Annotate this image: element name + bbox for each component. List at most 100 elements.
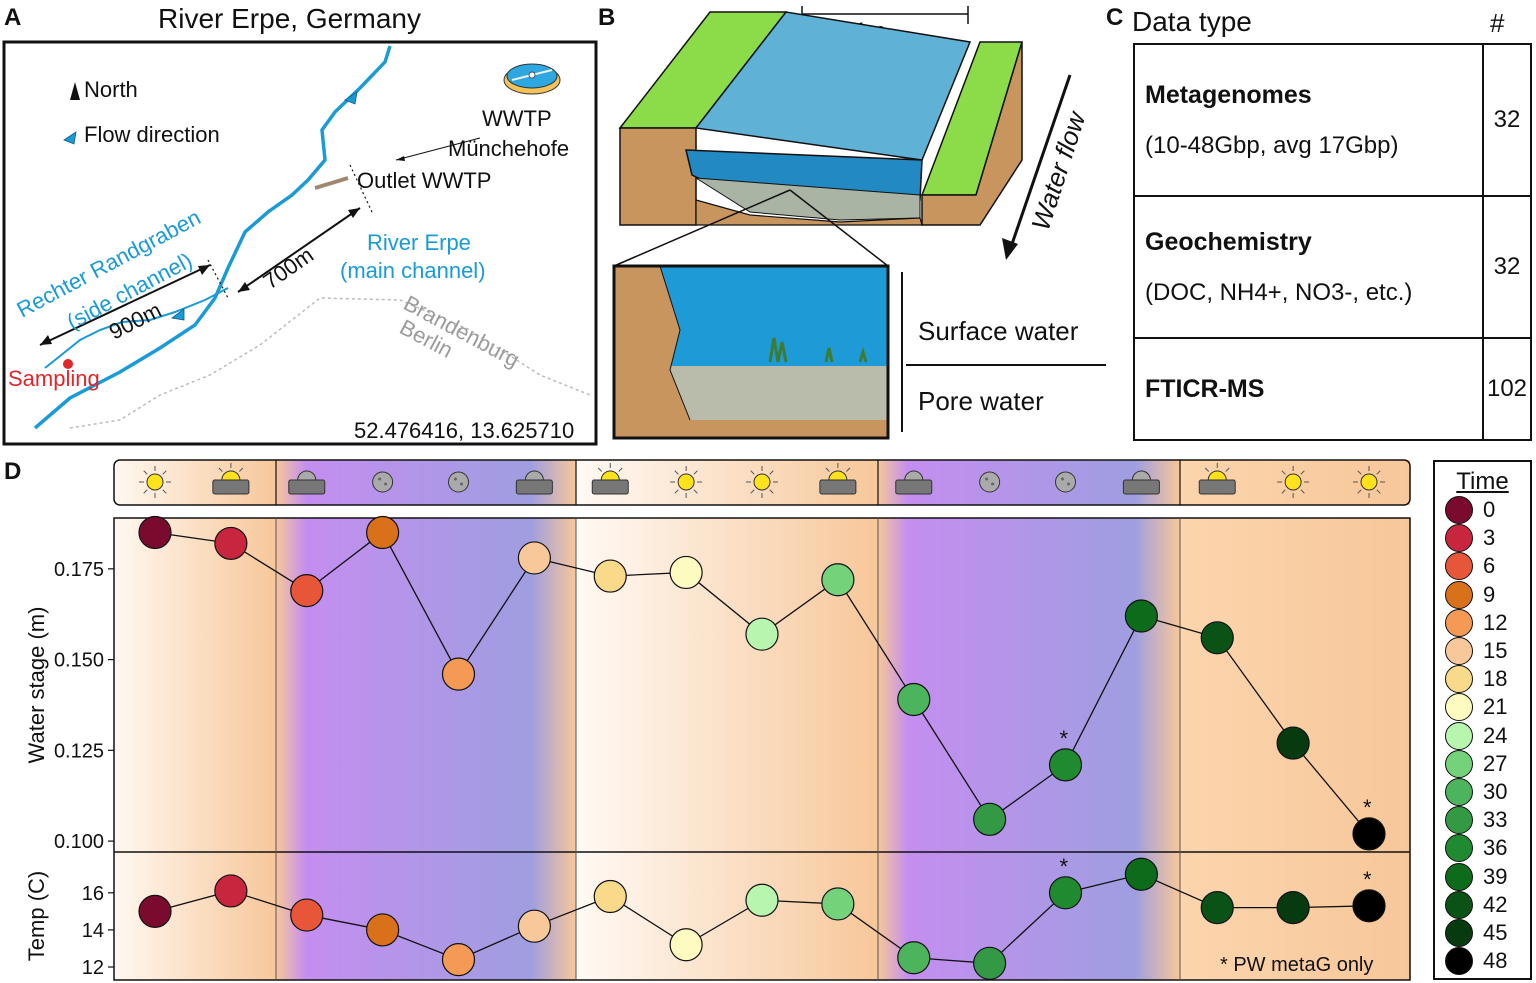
moon-icon: [372, 471, 394, 493]
legend-swatch: [1445, 862, 1473, 891]
count-header: #: [1490, 8, 1505, 38]
legend-label: 24: [1483, 722, 1508, 748]
data-type-detail: (10-48Gbp, avg 17Gbp): [1145, 131, 1399, 159]
main-channel-sublabel: (main channel): [340, 258, 486, 283]
legend-swatch: [1445, 947, 1473, 976]
legend-label: 39: [1483, 863, 1508, 889]
outlet-channel: [314, 176, 349, 190]
time-band: [114, 518, 276, 980]
water-stage-tick-label: 0.175: [54, 559, 104, 581]
legend-label: 3: [1483, 525, 1496, 551]
table-row: Geochemistry (DOC, NH4+, NO3-, etc.) 32: [1133, 195, 1532, 339]
water-stage-point: [1048, 748, 1083, 782]
sunset-icon: [212, 463, 250, 495]
legend-label: 15: [1483, 638, 1508, 664]
star-marker: *: [1363, 795, 1372, 820]
panel-a-letter: A: [4, 4, 22, 31]
table-row: FTICR-MS 102: [1133, 337, 1532, 441]
legend-swatch: [1445, 608, 1473, 637]
legend-label: 30: [1483, 778, 1508, 804]
footnote: * PW metaG only: [1220, 954, 1374, 976]
temp-point: [1200, 891, 1234, 925]
water-stage-point: [1124, 599, 1158, 633]
water-stage-point: [669, 555, 703, 590]
wwtp-tank-icon: [503, 63, 561, 95]
flow-arrow-icon: [171, 308, 185, 321]
legend-swatch: [1445, 834, 1473, 863]
legend-item: 48: [1435, 947, 1530, 976]
outlet-label: Outlet WWTP: [357, 168, 491, 193]
sun-icon: [670, 466, 703, 498]
panel-d-letter: D: [4, 458, 22, 485]
legend-swatch: [1445, 721, 1473, 750]
legend-label: 27: [1483, 750, 1508, 776]
legend-swatch: [1445, 749, 1473, 778]
data-type-count: 32: [1482, 195, 1532, 339]
star-marker: *: [1060, 854, 1069, 879]
sun-icon: [746, 466, 778, 498]
sampling-point: [63, 359, 73, 369]
sun-icon: [1277, 466, 1310, 498]
time-band: [276, 518, 576, 980]
city-border-line: [69, 297, 591, 429]
legend-item: 24: [1435, 721, 1530, 750]
sunrise-icon: [1198, 463, 1236, 495]
panel-a-title: River Erpe, Germany: [158, 3, 421, 34]
legend-flow-label: Flow direction: [84, 122, 220, 147]
water-stage-point: [517, 541, 551, 575]
water-stage-tick-label: 0.100: [54, 831, 104, 853]
moonset-icon: [895, 470, 933, 495]
star-marker: *: [1363, 867, 1372, 892]
sun-icon: [139, 466, 171, 498]
temp-point: [214, 874, 248, 908]
data-type-name: Geochemistry: [1145, 227, 1312, 256]
temp-point: [517, 909, 551, 943]
sunset-icon: [819, 463, 857, 495]
moon-icon: [448, 471, 469, 493]
water-stage-axis-label: Water stage (m): [24, 607, 49, 764]
main-channel-label: River Erpe: [367, 230, 471, 255]
sampling-label: Sampling: [8, 366, 100, 391]
legend-label: 12: [1483, 609, 1508, 635]
water-stage-point: [821, 563, 855, 597]
data-type-detail: (DOC, NH4+, NO3-, etc.): [1145, 278, 1413, 306]
data-type-count: 32: [1482, 43, 1532, 197]
legend-swatch: [1445, 693, 1473, 722]
moonrise-icon: [515, 470, 553, 495]
legend-label: 9: [1483, 581, 1496, 607]
river-map: North Flow direction WWTP Münchehofe Out…: [2, 40, 598, 446]
sunrise-icon: [591, 463, 629, 495]
legend-label: 48: [1483, 948, 1508, 974]
water-stage-point: [214, 526, 248, 561]
moonrise-icon: [1122, 470, 1160, 495]
water-stage-point: [1276, 726, 1310, 760]
water-stage-point: [366, 515, 400, 550]
moonset-icon: [288, 470, 326, 495]
water-stage-point: [973, 802, 1007, 836]
legend-item: 6: [1435, 552, 1530, 581]
water-stage-point: [1352, 817, 1386, 851]
star-marker: *: [1060, 726, 1069, 751]
legend-label: 33: [1483, 807, 1508, 833]
temp-point: [1352, 889, 1386, 923]
north-icon: [70, 82, 80, 100]
water-stage-point: [593, 559, 627, 593]
legend-label: 21: [1483, 694, 1508, 720]
panel-c-letter: C: [1106, 4, 1124, 31]
table-row: Metagenomes(10-48Gbp, avg 17Gbp) 32: [1133, 43, 1532, 197]
legend-item: 45: [1435, 918, 1530, 947]
coordinates-label: 52.476416, 13.625710: [354, 418, 574, 443]
time-legend-title: Time: [1456, 468, 1509, 495]
legend-swatch: [1445, 665, 1473, 694]
legend-swatch: [1445, 918, 1473, 947]
legend-item: 12: [1435, 608, 1530, 637]
temp-point: [1124, 857, 1158, 891]
data-type-table: Metagenomes(10-48Gbp, avg 17Gbp) 32 Geoc…: [1133, 43, 1532, 441]
water-stage-point: [290, 574, 324, 608]
legend-item: 18: [1435, 665, 1530, 694]
water-stage-point: [1200, 621, 1234, 655]
panel-b-letter: B: [598, 4, 616, 31]
legend-label: 6: [1483, 553, 1496, 579]
temp-point: [745, 883, 779, 917]
moon-icon: [979, 471, 1001, 493]
